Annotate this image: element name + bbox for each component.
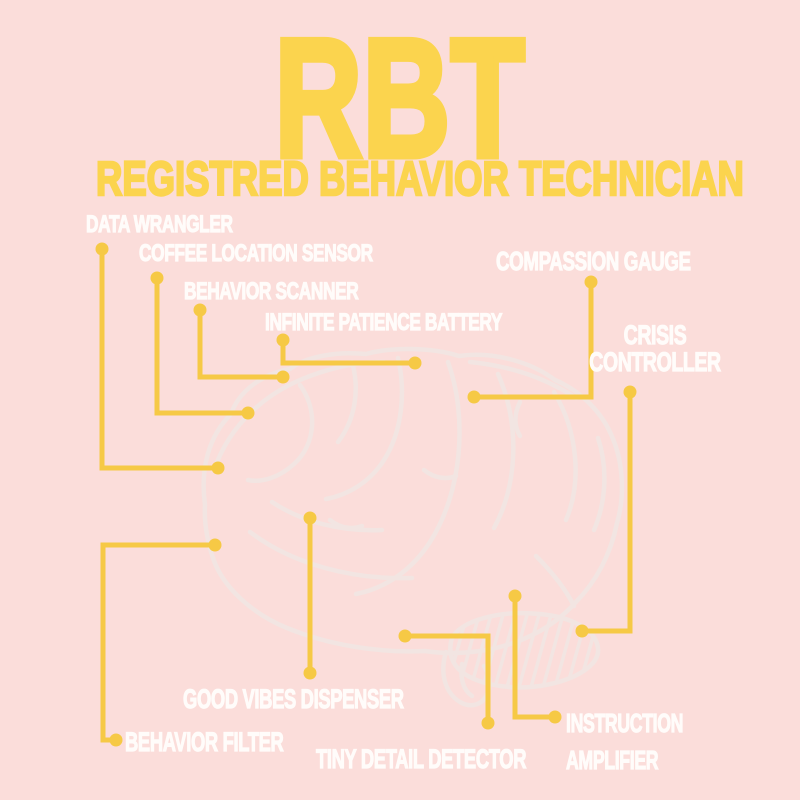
label-good-vibes-dispenser: GOOD VIBES DISPENSER: [183, 684, 405, 714]
brain-gyrus: [245, 382, 315, 483]
connector-dot: [548, 710, 562, 724]
brain-gyrus: [513, 399, 523, 439]
brain-gyrus: [491, 371, 516, 531]
label-coffee-location-sensor: COFFEE LOCATION SENSOR: [139, 240, 374, 267]
brain-gyrus: [353, 359, 462, 597]
connector-dot: [276, 333, 290, 347]
connector-dot: [408, 356, 422, 370]
brain-gyrus: [421, 467, 459, 481]
connector-dot: [584, 275, 598, 289]
connector-instruction-amp: [512, 596, 555, 720]
label-behavior-filter: BEHAVIOR FILTER: [125, 727, 285, 757]
connector-dot: [276, 370, 290, 384]
connector-dot: [211, 461, 225, 475]
page-title: RBT: [272, 4, 527, 192]
brain-gyrus: [269, 499, 385, 533]
brain-gyrus: [247, 529, 415, 581]
connector-infinite-battery: [280, 340, 415, 366]
label-behavior-scanner: BEHAVIOR SCANNER: [184, 278, 360, 305]
connector-dot: [623, 385, 637, 399]
connector-dot: [508, 589, 522, 603]
brain-gyrus: [591, 435, 607, 533]
connector-dot: [95, 242, 109, 256]
connector-coffee-sensor: [154, 278, 248, 416]
connector-behavior-scanner: [197, 310, 283, 380]
brain-gyrus: [323, 355, 405, 502]
connector-dot: [481, 716, 495, 730]
connector-dot: [208, 538, 222, 552]
label-infinite-patience-battery: INFINITE PATIENCE BATTERY: [265, 309, 503, 336]
brain-silhouette: [201, 346, 625, 656]
connector-data-wrangler: [99, 249, 218, 471]
brain-gyrus: [467, 359, 579, 401]
connector-dot: [150, 271, 164, 285]
label-compassion-gauge: COMPASSION GAUGE: [496, 246, 692, 276]
connector-compassion-gauge: [474, 282, 594, 400]
brain-gyrus: [551, 389, 578, 523]
connector-dot: [193, 303, 207, 317]
connector-dot: [575, 624, 589, 638]
connector-dots-group: [95, 242, 637, 747]
connector-dot: [398, 629, 412, 643]
page-subtitle: REGISTRED BEHAVIOR TECHNICIAN: [95, 153, 745, 206]
connector-tiny-detail: [405, 633, 491, 723]
label-crisis-controller: CRISIS CONTROLLER: [589, 320, 722, 377]
connector-dot: [467, 390, 481, 404]
brainstem-inner: [459, 661, 475, 699]
connector-dot: [241, 406, 255, 420]
label-tiny-detail-detector: TINY DETAIL DETECTOR: [316, 744, 527, 774]
brain-gyrus: [533, 553, 577, 609]
connector-dot: [303, 666, 317, 680]
connector-dot: [109, 733, 123, 747]
label-instruction-amplifier: INSTRUCTION AMPLIFIER: [566, 707, 684, 775]
brain-gyrus: [335, 359, 358, 445]
connector-dot: [303, 511, 317, 525]
label-data-wrangler: DATA WRANGLER: [86, 211, 234, 238]
connector-crisis-controller: [582, 392, 633, 634]
brain-gyrus: [327, 517, 365, 531]
brain-outline-group: [201, 346, 625, 708]
